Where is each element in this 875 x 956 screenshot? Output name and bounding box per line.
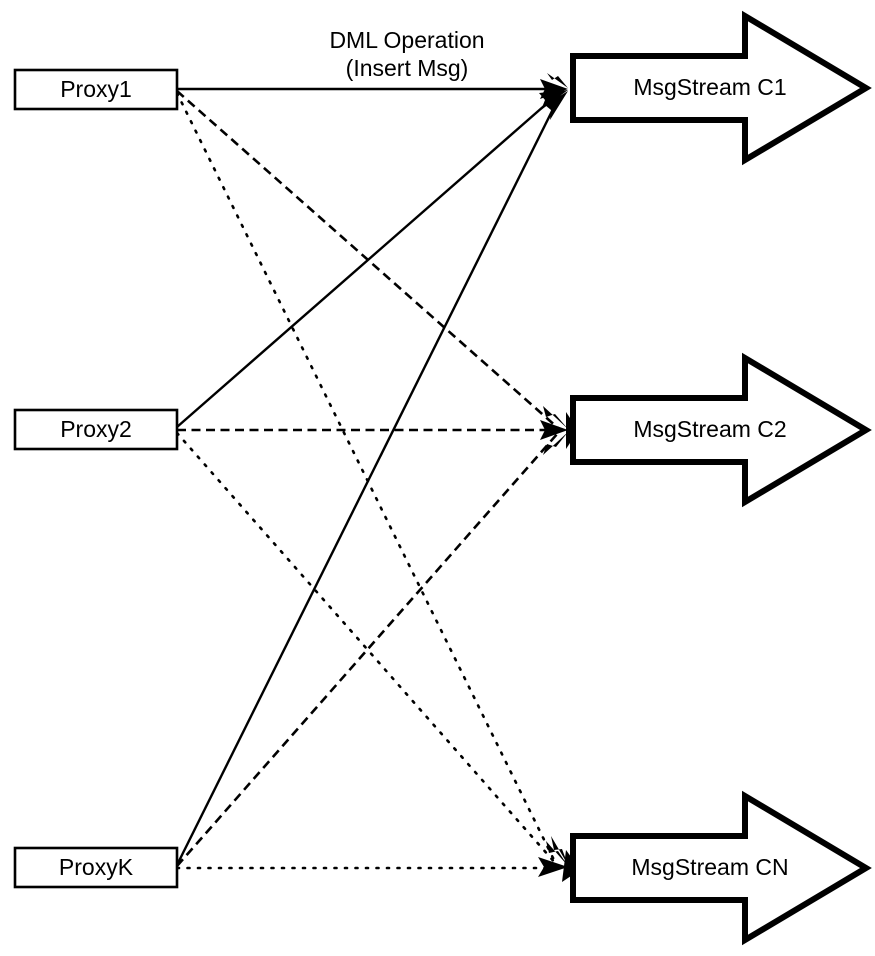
arrowhead-cluster-cn <box>538 836 574 882</box>
msgstream-c2-label: MsgStream C2 <box>633 416 786 442</box>
msgstream-node-cn[interactable]: MsgStream CN <box>570 790 872 946</box>
target-nodes: MsgStream C1 MsgStream C2 MsgStream CN <box>570 10 872 946</box>
msgstream-c2-arrow-shape[interactable] <box>570 352 872 508</box>
arrowhead-to-c2-from-proxy1 <box>543 406 568 429</box>
arrowhead-to-c2-from-proxy2 <box>540 420 568 440</box>
annotation-dml-operation: DML Operation (Insert Msg) <box>329 27 484 81</box>
arrowhead-c1-spur <box>547 73 568 88</box>
edge-layer <box>175 87 562 870</box>
annotation-line-1: DML Operation <box>329 27 484 53</box>
proxy1-box[interactable] <box>13 68 179 111</box>
proxyk-box[interactable] <box>13 846 179 889</box>
arrowhead-layer <box>538 73 574 882</box>
proxy2-box[interactable] <box>13 408 179 451</box>
msgstream-node-c1[interactable]: MsgStream C1 <box>570 10 872 166</box>
edge-proxyk-to-c2 <box>176 432 559 867</box>
msgstream-c1-label: MsgStream C1 <box>633 74 786 100</box>
arrowhead-to-c2-from-proxyk <box>543 432 568 455</box>
source-nodes: Proxy1 Proxy2 ProxyK <box>13 68 179 889</box>
edge-proxy2-to-c1 <box>176 91 561 428</box>
edge-proxy1-to-cn <box>175 91 558 866</box>
arrowhead-to-cn-from-proxy2 <box>551 836 568 865</box>
proxy-node-proxyk[interactable]: ProxyK <box>13 846 179 889</box>
msgstream-cn-arrow-shape[interactable] <box>570 790 872 946</box>
proxy-node-proxy2[interactable]: Proxy2 <box>13 408 179 451</box>
msgstream-cn-label: MsgStream CN <box>631 854 788 880</box>
arrowhead-to-c1-from-proxyk <box>545 91 568 120</box>
edge-proxyk-to-c1 <box>175 94 562 866</box>
proxyk-label: ProxyK <box>59 854 134 880</box>
arrowhead-cluster-c1 <box>539 73 568 120</box>
proxy1-label: Proxy1 <box>60 76 132 102</box>
msgstream-node-c2[interactable]: MsgStream C2 <box>570 352 872 508</box>
msgstream-c1-arrow-shape[interactable] <box>570 10 872 166</box>
arrowhead-to-cn-from-proxy1 <box>546 841 568 866</box>
proxy2-label: Proxy2 <box>60 416 132 442</box>
arrowhead-to-cn-from-proxyk <box>538 857 568 877</box>
edge-proxy2-to-cn <box>175 431 558 866</box>
proxy-node-proxy1[interactable]: Proxy1 <box>13 68 179 111</box>
annotation-line-2: (Insert Msg) <box>346 55 469 81</box>
